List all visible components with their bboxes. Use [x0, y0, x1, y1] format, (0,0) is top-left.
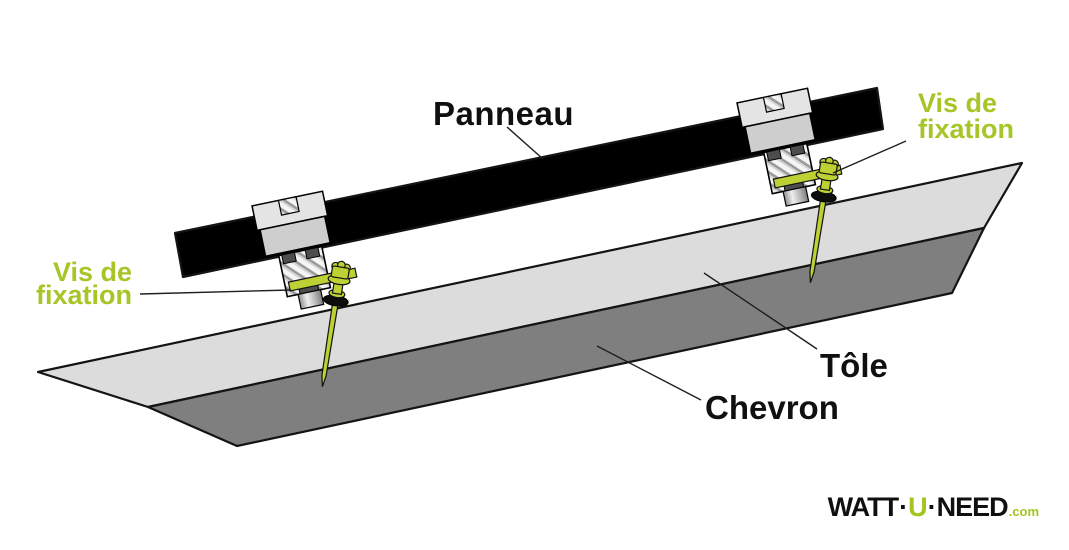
clamp-jaw-left: [281, 251, 297, 265]
clamp-notch: [762, 93, 785, 113]
leader-line-tole: [703, 272, 818, 350]
screw-head: [818, 161, 838, 176]
logo-need: NEED: [936, 492, 1009, 522]
fixing-screw-left: [321, 260, 351, 387]
clamp-notch: [277, 196, 300, 216]
clamp-jaw-left: [766, 148, 782, 162]
logo-watt: WATT: [827, 492, 899, 522]
clamp-lower-plate: [259, 215, 332, 258]
panneau-label: Panneau: [433, 95, 575, 132]
fixing-screw-right: [809, 156, 839, 283]
clamp-jaw-right: [304, 246, 321, 260]
clamp-lower-plate: [744, 112, 817, 155]
clamp-bolt-cylinder: [297, 288, 325, 310]
logo-separator-dot: ·: [899, 492, 908, 522]
leader-line-vis-left: [139, 289, 292, 295]
vis-fixation-left-line2: fixation: [35, 280, 132, 310]
logo-u: U: [908, 492, 927, 522]
mounting-clamp-right: [736, 87, 843, 207]
clamp-bolt-cylinder: [782, 185, 810, 207]
wattuneed-logo: WATT·U·NEED.com: [828, 492, 1039, 523]
screw-head: [330, 265, 350, 280]
vis-fixation-left-line1: Vis de: [52, 257, 132, 287]
vis-fixation-left-label: Vis de fixation: [8, 257, 132, 310]
leader-line-chevron: [596, 345, 702, 401]
leader-line-panneau: [506, 126, 544, 160]
logo-separator-dot: ·: [927, 492, 937, 522]
tole-label: Tôle: [820, 347, 888, 384]
vis-fixation-right-label: Vis de fixation: [918, 88, 1015, 144]
vis-fixation-right-line2: fixation: [918, 114, 1015, 144]
solar-panel-shape: [173, 86, 885, 279]
clamp-jaw-right: [789, 143, 806, 157]
rafter-front-face: [146, 226, 986, 448]
mounting-clamp-left: [251, 190, 358, 310]
vis-fixation-right-line1: Vis de: [918, 88, 998, 118]
leader-line-vis-right: [832, 140, 907, 174]
logo-com-suffix: .com: [1008, 504, 1039, 519]
chevron-label: Chevron: [705, 389, 839, 426]
